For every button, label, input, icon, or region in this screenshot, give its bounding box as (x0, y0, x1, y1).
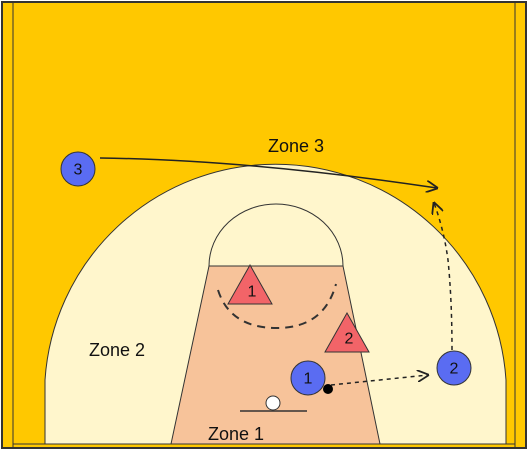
defense-player-1-number: 1 (248, 284, 257, 301)
offense-player-2-number: 2 (450, 361, 459, 378)
pass-dashed-arrow (330, 375, 428, 386)
free-throw-circle (208, 203, 344, 267)
ball-icon (323, 384, 333, 394)
defense-player-1[interactable]: 1 (227, 263, 273, 305)
zone3-label: Zone 3 (268, 136, 324, 156)
defense-triangle-icon (227, 263, 273, 305)
offense-player-1[interactable]: 1 (290, 360, 326, 396)
offense-player-3[interactable]: 3 (60, 151, 96, 187)
defense-player-2[interactable]: 2 (324, 311, 370, 353)
defense-dashed-curve (217, 283, 337, 330)
offense-circle-icon (436, 350, 472, 386)
offense-player-1-number: 1 (304, 371, 313, 388)
zone1-label: Zone 1 (208, 424, 264, 444)
offense-player-2[interactable]: 2 (436, 350, 472, 386)
player2-dashed-arrow (434, 203, 453, 351)
player3-movement-arrow (99, 157, 437, 188)
defense-player-2-number: 2 (345, 331, 354, 348)
offense-circle-icon (60, 151, 96, 187)
zone2-label: Zone 2 (89, 340, 145, 360)
offense-circle-icon (290, 360, 326, 396)
basket-icon (265, 395, 281, 411)
defense-triangle-icon (324, 311, 370, 353)
offense-player-3-number: 3 (74, 162, 83, 179)
